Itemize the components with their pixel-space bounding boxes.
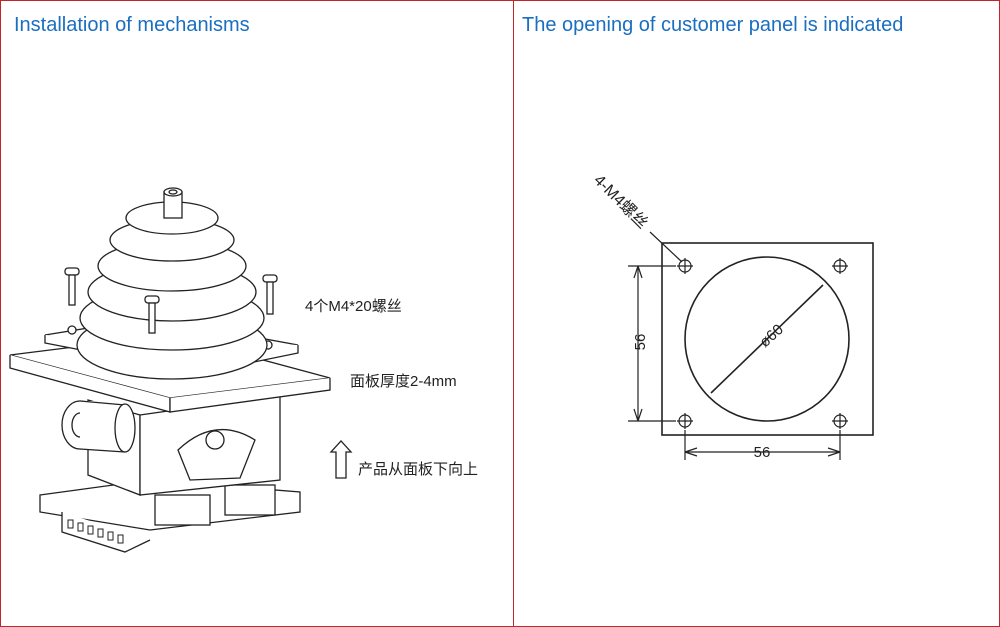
width-dimension	[684, 430, 841, 460]
width-dim-label: 56	[754, 444, 771, 461]
screw-hole-label: 4-M4螺丝	[590, 171, 651, 232]
left-panel-title: Installation of mechanisms	[14, 14, 250, 36]
micro-switch-right	[224, 484, 276, 516]
panel-edge-side	[169, 378, 331, 413]
up-arrow-icon	[329, 440, 353, 479]
screw-3	[144, 295, 160, 334]
right-panel-title: The opening of customer panel is indicat…	[522, 14, 904, 36]
panel-outline	[661, 242, 874, 436]
mechanism-illustration	[9, 187, 353, 553]
leader-line	[649, 231, 683, 263]
panel-divider	[513, 0, 514, 627]
side-knob-end	[114, 403, 136, 453]
panel-thickness-note: 面板厚度2-4mm	[350, 373, 457, 390]
screw-1	[64, 267, 80, 306]
center-hole	[684, 256, 850, 422]
diameter-line	[710, 284, 824, 394]
micro-switch-left	[154, 494, 211, 526]
base-connector	[61, 512, 151, 553]
screw-note: 4个M4*20螺丝	[305, 298, 402, 315]
cam	[177, 428, 256, 481]
height-dim-label: 56	[632, 334, 649, 351]
connector-pins	[67, 519, 124, 544]
diameter-label: ø60	[756, 321, 787, 351]
insert-direction-note: 产品从面板下向上	[358, 461, 479, 478]
screw-2	[262, 274, 278, 315]
height-dimension	[628, 265, 676, 422]
